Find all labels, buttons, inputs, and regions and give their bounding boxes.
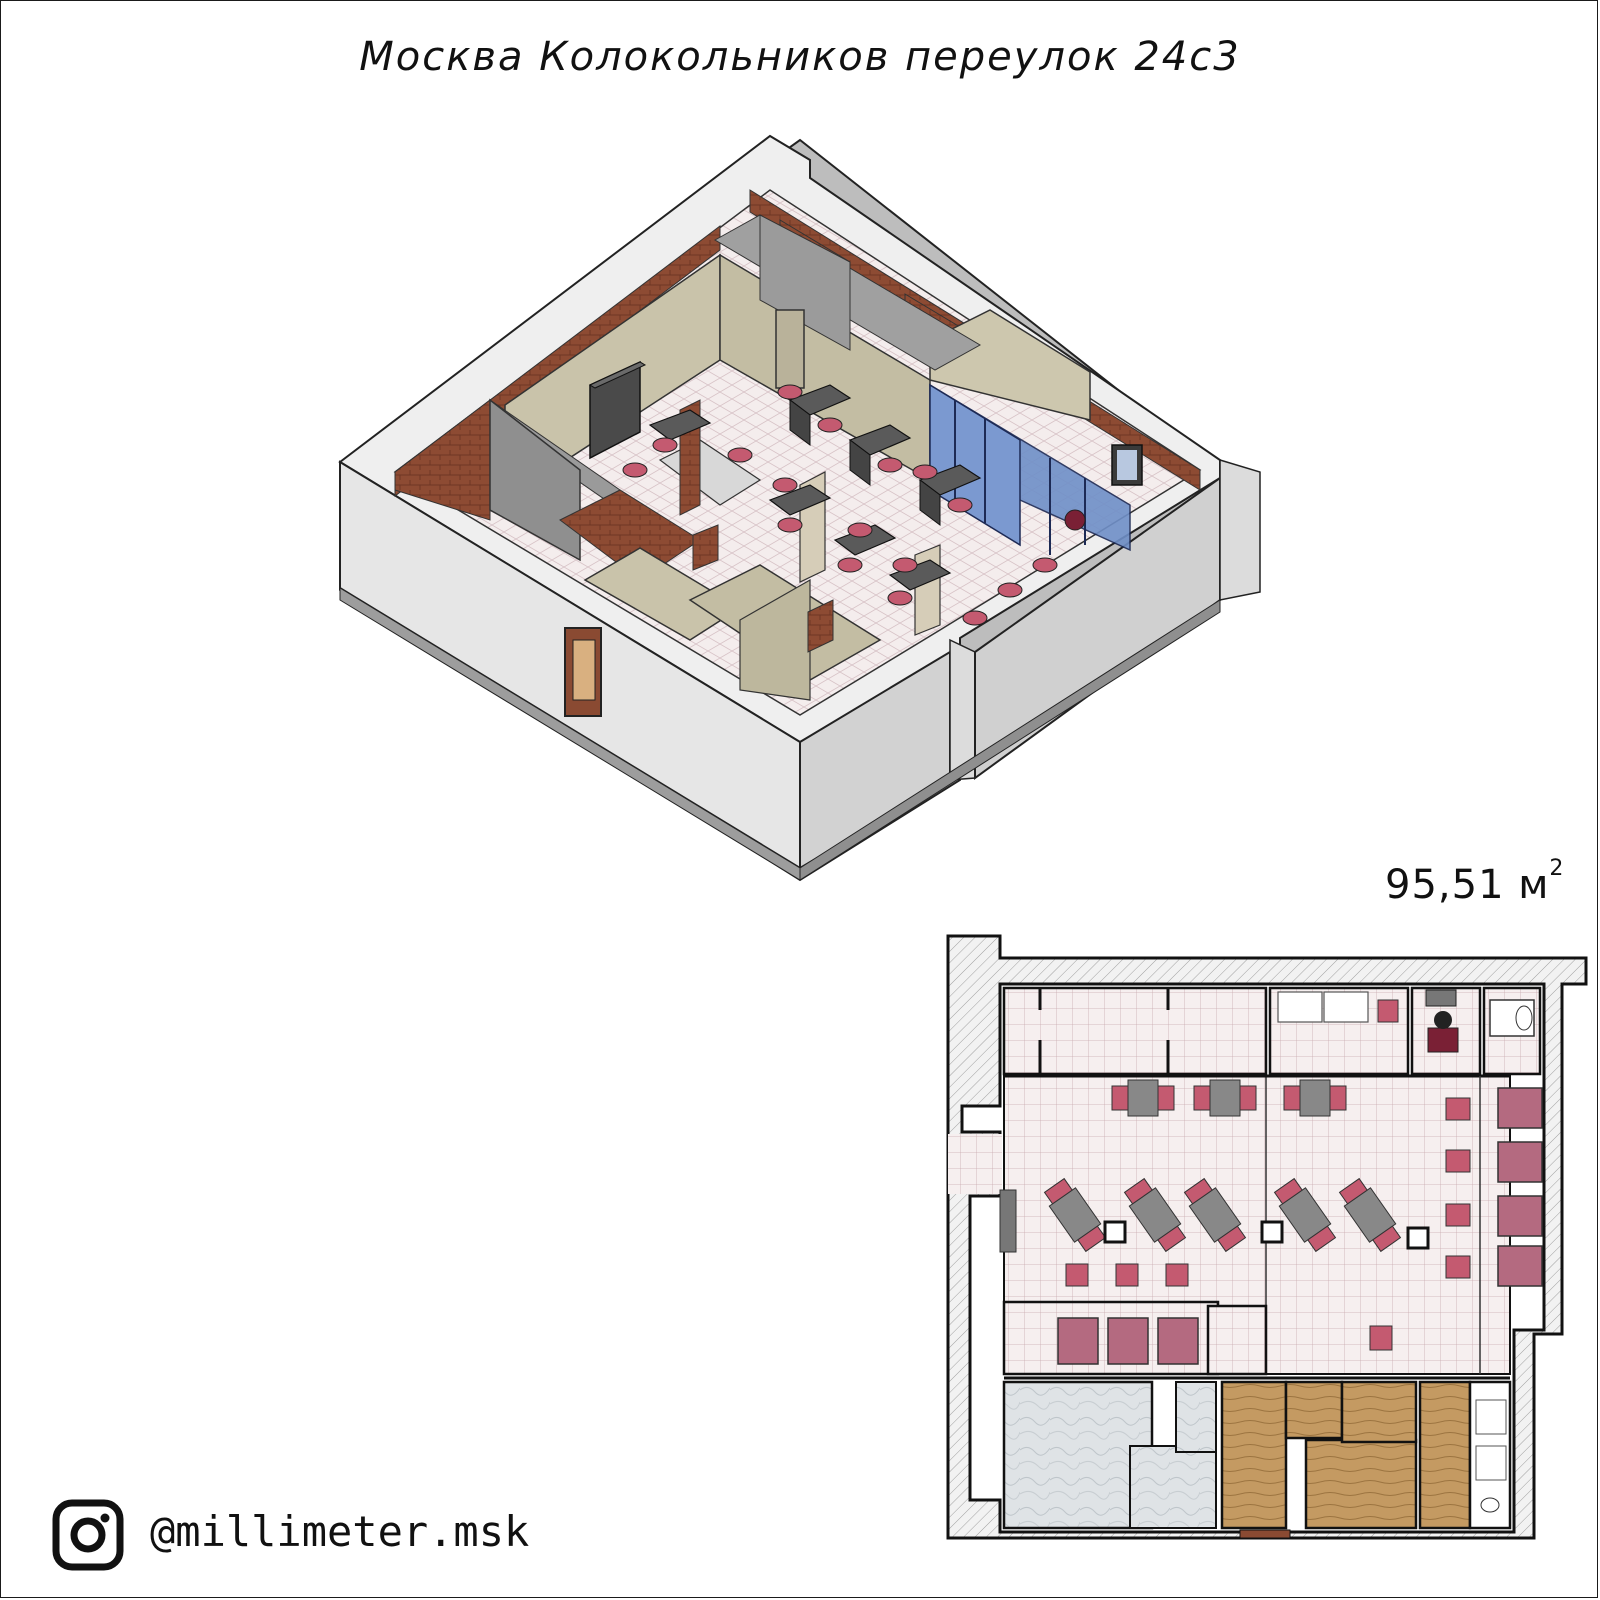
isometric-view [338,134,1261,882]
instagram-icon[interactable] [52,1499,124,1571]
social-handle[interactable]: @millimeter.msk [150,1507,530,1556]
plan-stools [1065,1097,1471,1351]
plan-top-tables [1111,1079,1347,1117]
plan-diagonal-tables [999,1177,1430,1253]
iso-furniture [622,384,1086,626]
area-value: 95,51 м [1385,862,1550,908]
address-title: Москва Колокольников переулок 24с3 [359,34,1241,80]
floor-plan [946,934,1588,1540]
plan-armchairs-right [1497,1087,1543,1287]
area-label: 95,51 м2 [1385,856,1564,908]
plan-armchairs-bottom [1057,1317,1199,1365]
glass-partition [929,383,1131,555]
area-exponent: 2 [1549,856,1565,881]
